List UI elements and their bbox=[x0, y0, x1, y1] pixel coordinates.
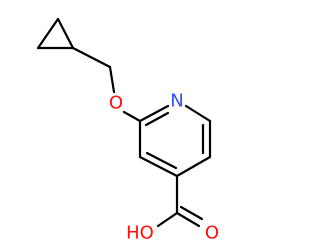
bond-c2-n-inner bbox=[144, 111, 170, 127]
ring-nitrogen-label: N bbox=[170, 91, 183, 112]
carbonyl-oxygen-label: O bbox=[205, 223, 219, 244]
bond-c4-c3 bbox=[138, 155, 179, 178]
bond-c2-n bbox=[138, 104, 170, 123]
ether-oxygen-label: O bbox=[109, 93, 123, 114]
structural-formula: O N HO O bbox=[36, 17, 219, 244]
bond-ether-o-c2 bbox=[122, 110, 142, 123]
bond-ch2-ether-o bbox=[108, 65, 116, 94]
bond-c5-c4 bbox=[175, 155, 212, 178]
bond-c4-c3-inner bbox=[145, 151, 178, 170]
bond-cyclopropyl-ch2 bbox=[71, 46, 112, 69]
hydroxyl-label: HO bbox=[126, 223, 154, 244]
bond-n-c6 bbox=[184, 104, 212, 123]
bond-carboxyl-double-o-1 bbox=[175, 211, 201, 228]
bond-carboxyl-oh bbox=[156, 211, 179, 228]
bond-cyclopropyl-3 bbox=[56, 17, 75, 50]
bond-cyclopropyl-2 bbox=[36, 17, 60, 50]
bond-carboxyl-double-o-2 bbox=[179, 205, 204, 221]
